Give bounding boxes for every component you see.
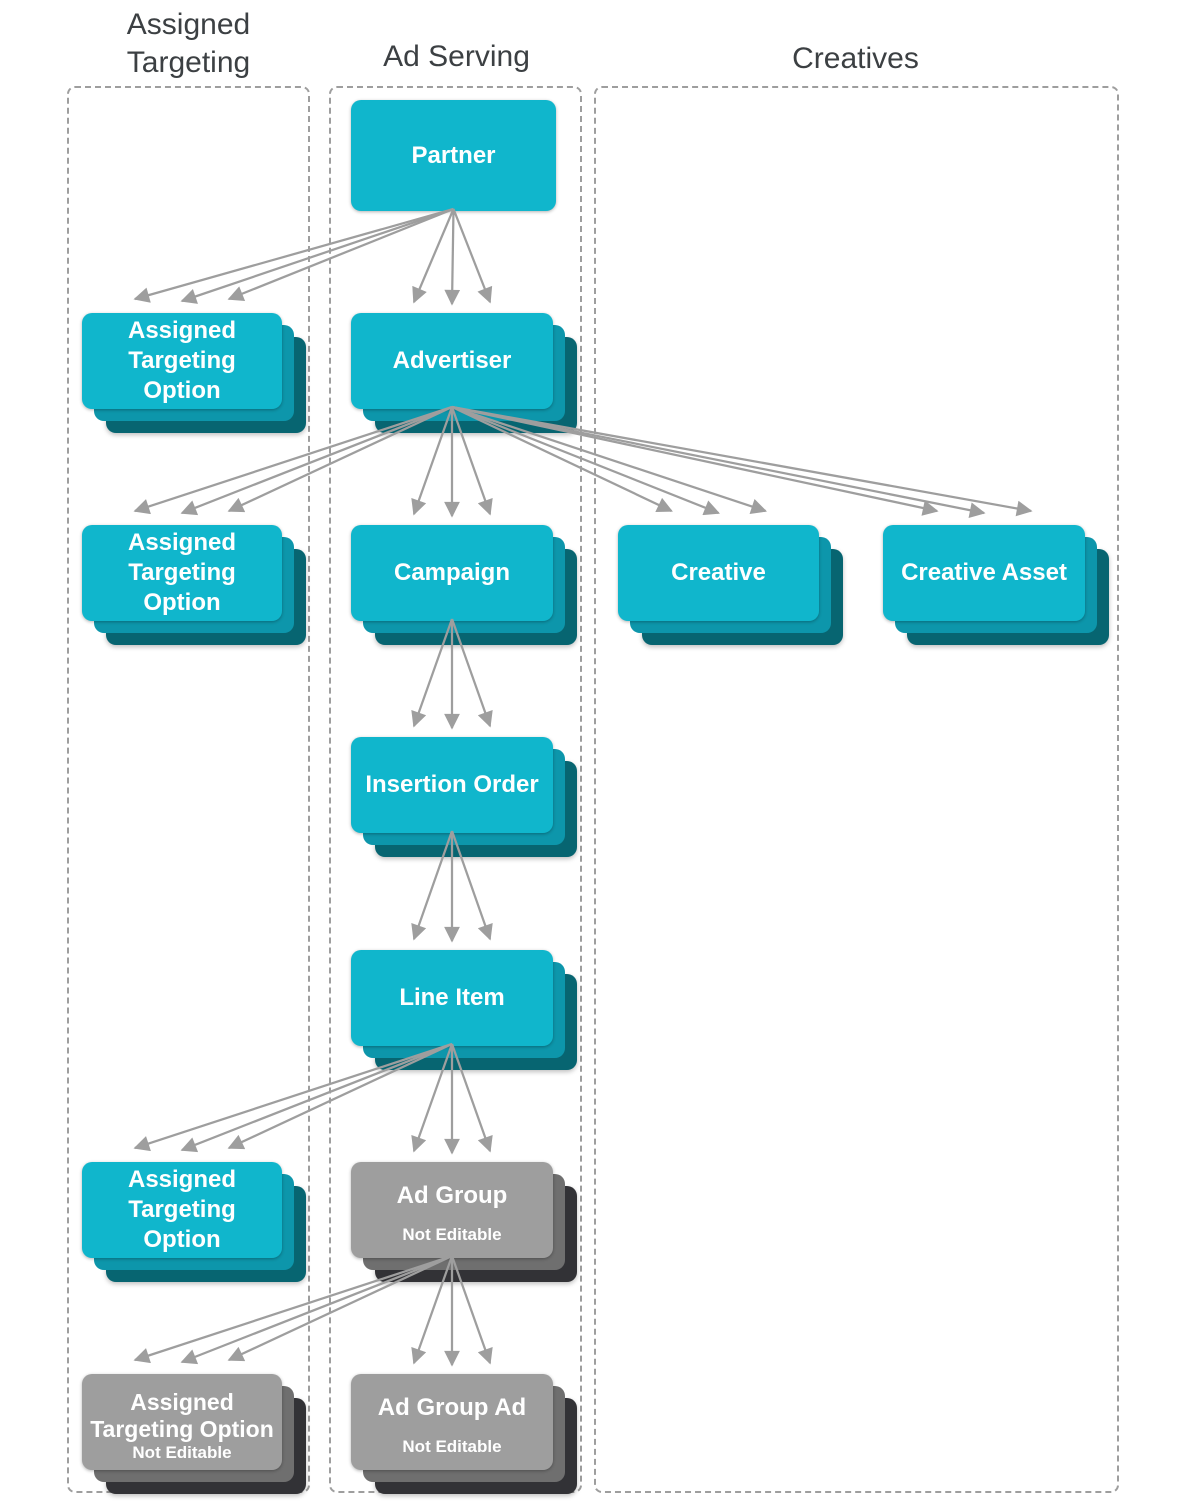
node-label: Assigned Targeting Option [90, 1389, 274, 1442]
node-ad-group-ad: Ad Group Ad Not Editable [351, 1374, 577, 1494]
column-header-assigned-targeting: Assigned Targeting [126, 8, 251, 79]
card-face: Assigned Targeting Option Not Editable [82, 1374, 282, 1470]
node-insertion-order: Insertion Order [351, 737, 577, 857]
node-campaign: Campaign [351, 525, 577, 645]
node-label: Partner [411, 141, 496, 169]
node-creative: Creative [618, 525, 843, 645]
column-frame-creatives [594, 86, 1119, 1493]
node-assigned-targeting-option-ad-group: Assigned Targeting Option Not Editable [82, 1374, 306, 1494]
not-editable-badge: Not Editable [132, 1443, 232, 1462]
column-header-ad-serving: Ad Serving [383, 40, 530, 73]
node-label: Line Item [399, 984, 505, 1011]
node-label: Ad Group Ad [377, 1394, 527, 1421]
not-editable-badge: Not Editable [402, 1225, 502, 1244]
node-line-item: Line Item [351, 950, 577, 1070]
node-assigned-targeting-option-partner: Assigned Targeting Option [82, 313, 306, 433]
card-face: Line Item [351, 950, 553, 1046]
node-ad-group: Ad Group Not Editable [351, 1162, 577, 1282]
node-label: Creative Asset [901, 559, 1067, 586]
not-editable-badge: Not Editable [402, 1437, 502, 1456]
node-label: Ad Group [396, 1182, 508, 1209]
node-label: Assigned Targeting Option [127, 529, 237, 616]
node-label: Campaign [393, 559, 510, 586]
card-face: Campaign [351, 525, 553, 621]
card-face: Partner [351, 100, 556, 211]
node-label: Insertion Order [365, 771, 539, 798]
node-label: Creative [671, 559, 766, 586]
column-header-creatives: Creatives [792, 42, 919, 75]
node-assigned-targeting-option-advertiser: Assigned Targeting Option [82, 525, 306, 645]
card-face: Ad Group Ad Not Editable [351, 1374, 553, 1470]
card-face: Creative Asset [883, 525, 1085, 621]
card-face: Assigned Targeting Option [82, 313, 282, 409]
node-label: Assigned Targeting Option [127, 1166, 237, 1253]
card-face: Advertiser [351, 313, 553, 409]
card-face: Assigned Targeting Option [82, 1162, 282, 1258]
node-partner: Partner [351, 100, 556, 211]
node-advertiser: Advertiser [351, 313, 577, 433]
node-creative-asset: Creative Asset [883, 525, 1109, 645]
node-assigned-targeting-option-line-item: Assigned Targeting Option [82, 1162, 306, 1282]
node-label: Advertiser [392, 347, 512, 374]
card-face: Assigned Targeting Option [82, 525, 282, 621]
card-face: Ad Group Not Editable [351, 1162, 553, 1258]
node-label: Assigned Targeting Option [127, 317, 237, 404]
card-face: Creative [618, 525, 819, 621]
card-face: Insertion Order [351, 737, 553, 833]
